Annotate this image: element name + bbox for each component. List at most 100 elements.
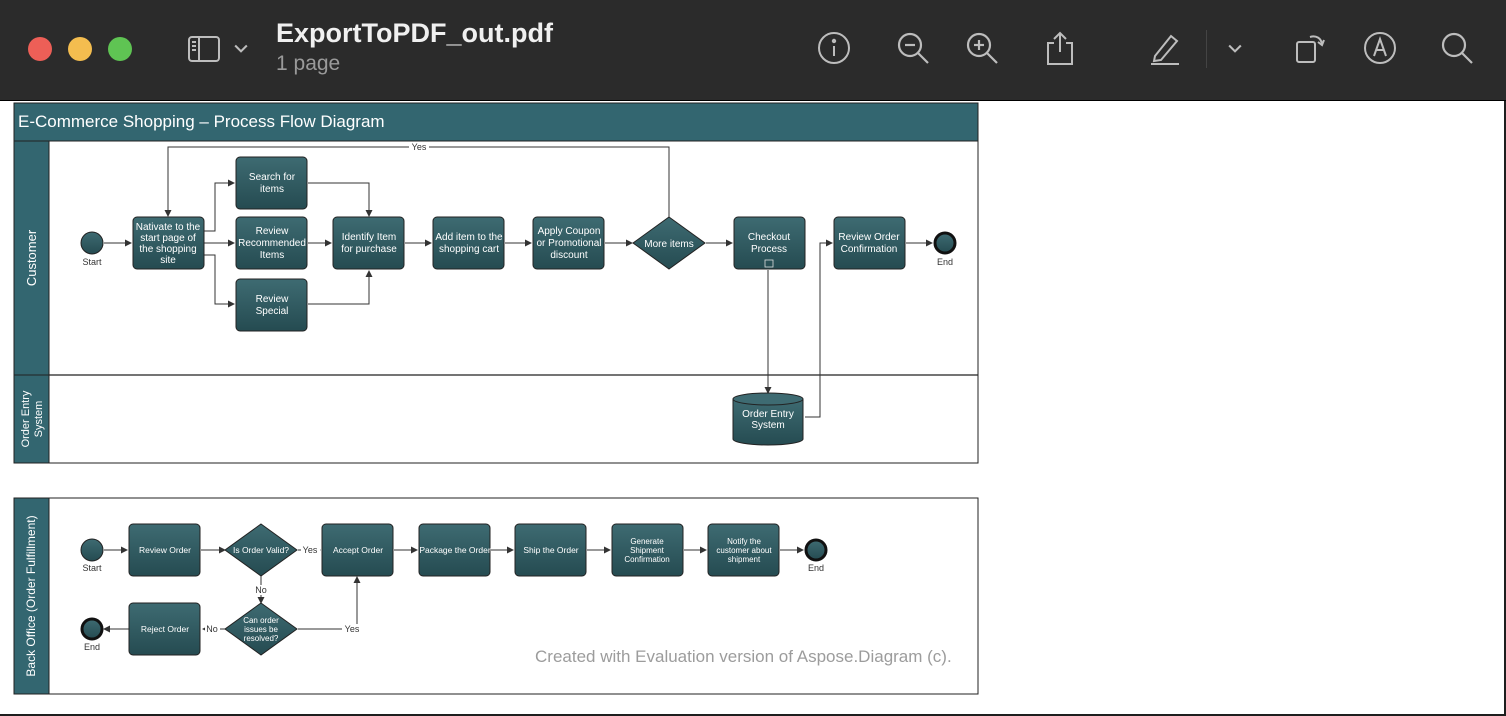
svg-text:Nativate to the: Nativate to the — [136, 222, 201, 233]
reject-end-label: End — [84, 642, 100, 652]
resolve-no-label: No — [206, 624, 218, 634]
order-entry-database: Order Entry System — [732, 392, 804, 446]
valid-yes-label: Yes — [303, 545, 318, 555]
svg-text:issues be: issues be — [244, 625, 278, 634]
share-icon[interactable] — [1040, 28, 1080, 68]
svg-text:or Promotional: or Promotional — [536, 238, 601, 249]
svg-text:Review: Review — [256, 226, 290, 237]
highlight-pen-icon[interactable] — [1145, 28, 1185, 68]
svg-text:Checkout: Checkout — [748, 232, 790, 243]
svg-text:Generate: Generate — [630, 537, 664, 546]
svg-text:shopping cart: shopping cart — [439, 244, 499, 255]
reject-end-event — [80, 617, 104, 641]
markup-icon[interactable] — [1360, 28, 1400, 68]
resolve-issues-gateway: Can order issues be resolved? — [224, 602, 298, 656]
process-flow-diagram: E-Commerce Shopping – Process Flow Diagr… — [13, 102, 979, 695]
bo-start-event — [80, 538, 104, 562]
chevron-down-icon[interactable] — [1220, 28, 1250, 68]
identify-item-task: Identify Item for purchase — [332, 216, 405, 270]
window-toolbar: ExportToPDF_out.pdf 1 page — [0, 0, 1506, 101]
svg-text:Items: Items — [260, 250, 284, 261]
svg-text:shipment: shipment — [728, 555, 761, 564]
more-items-gateway: More items — [632, 216, 706, 270]
search-icon[interactable] — [1437, 28, 1477, 68]
notify-customer-task: Notify the customer about shipment — [707, 523, 780, 577]
lane-label-back-office: Back Office (Order Fulfillment) — [24, 515, 38, 676]
pdf-page: E-Commerce Shopping – Process Flow Diagr… — [0, 101, 1504, 714]
ship-order-task: Ship the Order — [514, 523, 587, 577]
svg-text:Review Order: Review Order — [139, 545, 191, 555]
zoom-in-icon[interactable] — [962, 28, 1002, 68]
start-label: Start — [82, 257, 102, 267]
diagram-title: E-Commerce Shopping – Process Flow Diagr… — [18, 112, 385, 131]
review-special-task: Review Special — [235, 278, 308, 332]
minimize-button[interactable] — [68, 37, 92, 61]
svg-text:Reject Order: Reject Order — [141, 624, 189, 634]
review-order-task: Review Order — [128, 523, 201, 577]
end-event — [933, 231, 957, 255]
bo-end-label: End — [808, 563, 824, 573]
lane-header-order-entry — [13, 374, 50, 464]
sidebar-icon[interactable] — [184, 28, 224, 68]
valid-no-label: No — [255, 585, 267, 595]
svg-text:Order Entry: Order Entry — [742, 409, 794, 420]
end-label: End — [937, 257, 953, 267]
add-to-cart-task: Add item to the shopping cart — [432, 216, 505, 270]
resolve-yes-label: Yes — [345, 624, 360, 634]
review-recommended-task: Review Recommended Items — [235, 216, 308, 270]
svg-text:discount: discount — [550, 250, 587, 261]
yes-label: Yes — [412, 142, 427, 152]
lane-header-back-office — [13, 497, 50, 695]
start-event — [80, 231, 104, 255]
document-title: ExportToPDF_out.pdf — [276, 18, 553, 48]
rotate-icon[interactable] — [1290, 28, 1330, 68]
svg-text:Package the Order: Package the Order — [419, 545, 491, 555]
svg-text:resolved?: resolved? — [244, 634, 279, 643]
svg-text:site: site — [160, 255, 176, 266]
svg-text:Confirmation: Confirmation — [841, 244, 898, 255]
svg-text:Identify Item: Identify Item — [342, 232, 396, 243]
svg-text:Apply Coupon: Apply Coupon — [538, 226, 601, 237]
svg-text:start page of: start page of — [140, 233, 196, 244]
lane-label-order-entry-line1: Order Entry — [20, 390, 32, 447]
close-button[interactable] — [28, 37, 52, 61]
svg-text:Confirmation: Confirmation — [624, 555, 669, 564]
reject-order-task: Reject Order — [128, 602, 201, 656]
chevron-down-icon[interactable] — [226, 28, 256, 68]
document-page-count: 1 page — [276, 52, 341, 75]
diagram-title-bar — [13, 102, 979, 142]
svg-text:Notify the: Notify the — [727, 537, 761, 546]
svg-text:customer about: customer about — [716, 546, 772, 555]
bo-end-event — [804, 538, 828, 562]
toolbar-divider — [1206, 30, 1207, 68]
zoom-out-icon[interactable] — [893, 28, 933, 68]
package-order-task: Package the Order — [418, 523, 491, 577]
generate-confirmation-task: Generate Shipment Confirmation — [611, 523, 684, 577]
svg-text:Review: Review — [256, 294, 290, 305]
svg-text:System: System — [751, 420, 784, 431]
svg-text:Can order: Can order — [243, 616, 279, 625]
svg-text:Process: Process — [751, 244, 787, 255]
svg-text:Shipment: Shipment — [630, 546, 665, 555]
svg-text:Add item to the: Add item to the — [435, 232, 503, 243]
svg-text:Ship the Order: Ship the Order — [523, 545, 578, 555]
search-items-task: Search for items — [235, 156, 308, 210]
order-valid-gateway: Is Order Valid? — [224, 523, 298, 577]
accept-order-task: Accept Order — [321, 523, 394, 577]
apply-coupon-task: Apply Coupon or Promotional discount — [532, 216, 605, 270]
svg-text:for purchase: for purchase — [341, 244, 397, 255]
svg-text:Search for: Search for — [249, 172, 296, 183]
yes-label-bg — [409, 142, 429, 152]
zoom-button[interactable] — [108, 37, 132, 61]
svg-text:the shopping: the shopping — [139, 244, 196, 255]
navigate-task: Nativate to the start page of the shoppi… — [132, 216, 205, 270]
svg-text:Is Order Valid?: Is Order Valid? — [233, 545, 289, 555]
svg-text:items: items — [260, 184, 284, 195]
svg-text:Recommended: Recommended — [238, 238, 306, 249]
lane-label-customer: Customer — [24, 229, 39, 286]
info-icon[interactable] — [814, 28, 854, 68]
upper-pool — [13, 140, 979, 464]
lane-label-order-entry-line2: System — [33, 401, 45, 438]
svg-text:Special: Special — [256, 306, 289, 317]
review-confirmation-task: Review Order Confirmation — [833, 216, 906, 270]
